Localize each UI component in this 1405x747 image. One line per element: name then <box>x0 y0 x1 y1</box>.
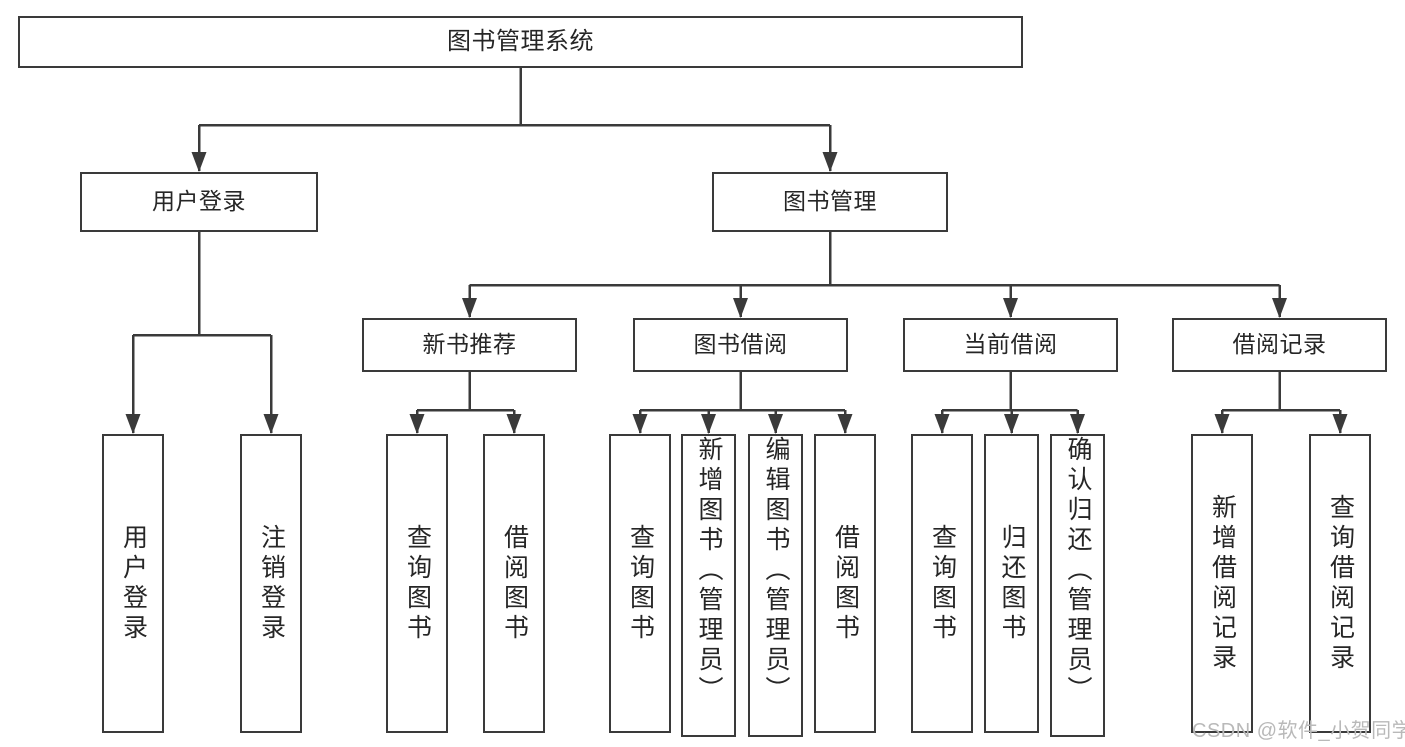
node-current-borrow: 当前借阅 <box>903 318 1118 372</box>
node-label: 归还图书 <box>998 523 1026 644</box>
node-leaf-query-book-1: 查询图书 <box>386 434 448 733</box>
node-book-manage: 图书管理 <box>712 172 948 232</box>
node-leaf-user-login: 用户登录 <box>102 434 164 733</box>
node-label: 图书借阅 <box>693 331 788 358</box>
node-label: 图书管理 <box>783 188 877 215</box>
node-label: 借阅图书 <box>500 523 529 644</box>
node-leaf-query-record: 查询借阅记录 <box>1309 434 1371 733</box>
node-label: 借阅图书 <box>831 523 860 644</box>
node-book-borrow: 图书借阅 <box>633 318 848 372</box>
node-label: 图书管理系统 <box>447 27 594 55</box>
node-leaf-logout: 注销登录 <box>240 434 302 733</box>
watermark-text: CSDN @软件_小贺同学 <box>1192 720 1405 742</box>
node-label: 查询图书 <box>928 523 957 644</box>
node-label: 当前借阅 <box>963 331 1058 358</box>
node-leaf-add-record: 新增借阅记录 <box>1191 434 1253 733</box>
node-borrow-record: 借阅记录 <box>1172 318 1387 372</box>
node-label: 查询图书 <box>403 523 432 644</box>
node-leaf-borrow-book-1: 借阅图书 <box>483 434 545 733</box>
node-label: 新增图书（管理员） <box>695 436 723 706</box>
node-label: 编辑图书（管理员） <box>762 436 790 706</box>
node-leaf-borrow-book-2: 借阅图书 <box>814 434 876 733</box>
node-label: 用户登录 <box>152 188 246 215</box>
node-root: 图书管理系统 <box>18 16 1023 68</box>
node-leaf-add-book: 新增图书（管理员） <box>681 434 736 737</box>
node-label: 借阅记录 <box>1232 331 1327 358</box>
node-label: 新增借阅记录 <box>1208 493 1237 674</box>
node-label: 查询借阅记录 <box>1326 493 1355 674</box>
node-leaf-edit-book: 编辑图书（管理员） <box>748 434 803 737</box>
node-label: 查询图书 <box>626 523 655 644</box>
node-label: 新书推荐 <box>422 331 517 358</box>
node-label: 确认归还（管理员） <box>1064 436 1092 706</box>
node-leaf-confirm-ret: 确认归还（管理员） <box>1050 434 1105 737</box>
node-leaf-query-book-3: 查询图书 <box>911 434 973 733</box>
node-user-login: 用户登录 <box>80 172 318 232</box>
node-label: 用户登录 <box>119 523 148 644</box>
node-leaf-query-book-2: 查询图书 <box>609 434 671 733</box>
node-leaf-return-book: 归还图书 <box>984 434 1039 733</box>
node-new-book-rec: 新书推荐 <box>362 318 577 372</box>
node-label: 注销登录 <box>257 523 286 644</box>
